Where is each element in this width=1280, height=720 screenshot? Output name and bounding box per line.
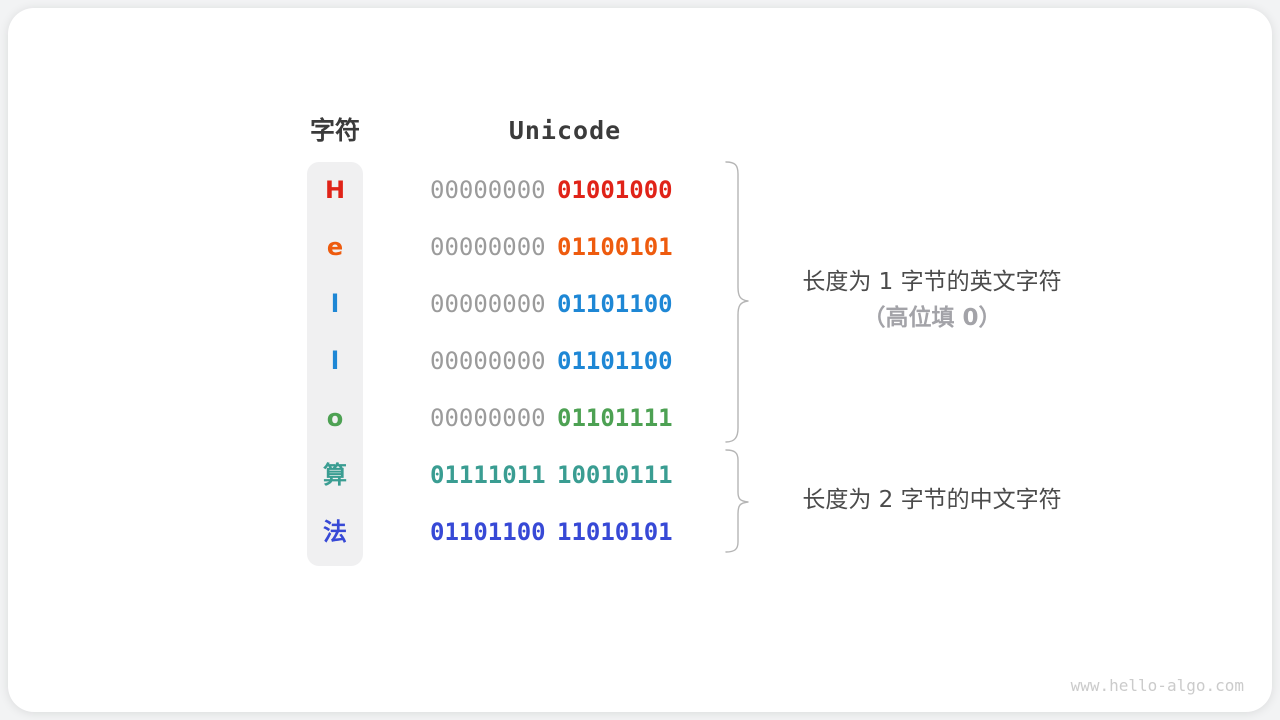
unicode-high-byte: 00000000 [430,290,546,318]
character-column-strip [307,162,363,566]
column-header-character: 字符 [309,116,360,145]
table-row: 算 01111011 10010111 [307,447,727,504]
unicode-low-byte: 01001000 [557,176,673,204]
char-cell: 算 [323,461,347,489]
char-cell: l [330,347,340,375]
table-row: l 00000000 01101100 [307,333,727,390]
curly-brace-english-group-icon [725,161,749,443]
unicode-high-byte: 01101100 [430,518,546,546]
annotation-chinese-chars: 长度为 2 字节的中文字符 [752,482,1112,518]
annotation-english-line1: 长度为 1 字节的英文字符 [802,269,1062,295]
table-row: l 00000000 01101100 [307,276,727,333]
unicode-high-byte: 00000000 [430,233,546,261]
table-row: o 00000000 01101111 [307,390,727,447]
annotation-english-chars: 长度为 1 字节的英文字符 （高位填 0） [752,264,1112,336]
table-row: e 00000000 01100101 [307,219,727,276]
annotation-english-line2: （高位填 0） [862,305,1002,331]
char-cell: l [330,290,340,318]
unicode-low-byte: 01101111 [557,404,673,432]
annotation-chinese-line1: 长度为 2 字节的中文字符 [802,487,1062,513]
unicode-low-byte: 01101100 [557,290,673,318]
column-header-unicode: Unicode [508,116,622,145]
curly-brace-chinese-group-icon [725,449,749,553]
char-cell: H [324,176,346,204]
char-cell: 法 [323,518,347,546]
table-row: 法 01101100 11010101 [307,504,727,561]
unicode-high-byte: 00000000 [430,347,546,375]
char-cell: o [326,404,344,432]
char-cell: e [326,233,344,261]
table-row: H 00000000 01001000 [307,162,727,219]
unicode-high-byte: 00000000 [430,404,546,432]
unicode-low-byte: 10010111 [557,461,673,489]
unicode-high-byte: 01111011 [430,461,546,489]
unicode-low-byte: 01100101 [557,233,673,261]
unicode-low-byte: 11010101 [557,518,673,546]
unicode-low-byte: 01101100 [557,347,673,375]
diagram-card [8,8,1272,712]
unicode-high-byte: 00000000 [430,176,546,204]
watermark: www.hello-algo.com [1070,676,1244,695]
